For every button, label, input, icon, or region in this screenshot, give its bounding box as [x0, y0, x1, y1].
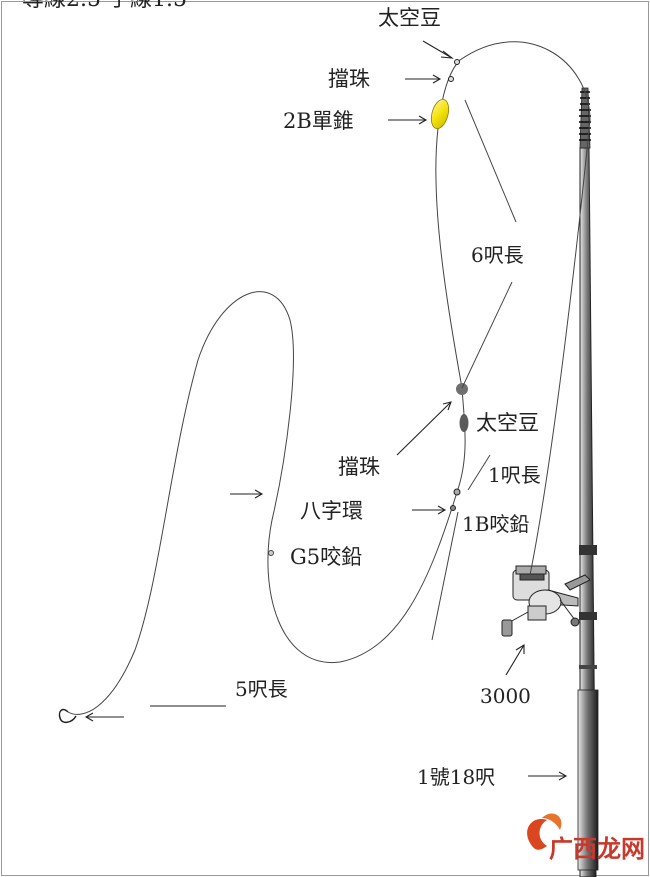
label-split-shot-1b: 1B咬鉛 [462, 512, 529, 536]
leader-line [456, 387, 466, 493]
label-float: 2B單錐 [283, 109, 354, 133]
arrow-to-top-stopper [405, 74, 442, 84]
lower-stopper-marker [456, 383, 468, 395]
five-ft-dimension-line [431, 511, 459, 641]
label-six-ft: 6呎長 [471, 243, 524, 267]
split-shot-g5-marker [268, 550, 274, 556]
label-top-stopper: 擋珠 [328, 67, 370, 91]
watermark-text: 广西龙网 [549, 835, 645, 863]
watermark: 广西龙网 [527, 813, 645, 863]
arrow-to-top-space-bean [422, 40, 454, 59]
label-lower-space-bean: 太空豆 [476, 411, 539, 435]
six-ft-dimension-line [464, 99, 517, 223]
hook-icon [58, 708, 77, 724]
label-reel: 3000 [480, 684, 531, 708]
label-five-ft: 5呎長 [235, 677, 288, 701]
swivel-marker [453, 488, 461, 496]
one-ft-dimension-line [467, 454, 491, 491]
header-text: 導線2.5 子線1.5 [22, 0, 187, 12]
six-ft-dimension-line-lower [461, 281, 513, 389]
split-shot-1b-marker [450, 505, 456, 511]
main-line [435, 41, 591, 576]
arrow-to-lower-stopper [396, 401, 452, 456]
arrow-to-rod [528, 771, 568, 781]
label-rod: 1號18呎 [417, 765, 495, 789]
label-split-shot-g5: G5咬鉛 [290, 545, 362, 569]
arrow-to-loop [230, 489, 264, 499]
label-swivel: 八字環 [300, 499, 363, 523]
watermark-logo-icon [527, 813, 562, 850]
arrow-to-float [388, 115, 428, 125]
top-stopper-marker [448, 76, 454, 82]
label-top-space-bean: 太空豆 [378, 6, 441, 30]
top-space-bean-marker [454, 59, 460, 65]
fishing-rod-icon [577, 87, 599, 877]
label-one-ft: 1呎長 [488, 463, 541, 487]
spinning-reel-icon [501, 565, 591, 637]
lower-space-bean-marker [459, 414, 469, 432]
arrow-to-swivel [412, 505, 447, 515]
arrow-to-hook [84, 705, 226, 722]
float-icon [430, 98, 450, 130]
label-lower-stopper: 擋珠 [338, 455, 380, 479]
hook-length-line [67, 291, 458, 715]
arrow-to-reel [505, 644, 525, 676]
